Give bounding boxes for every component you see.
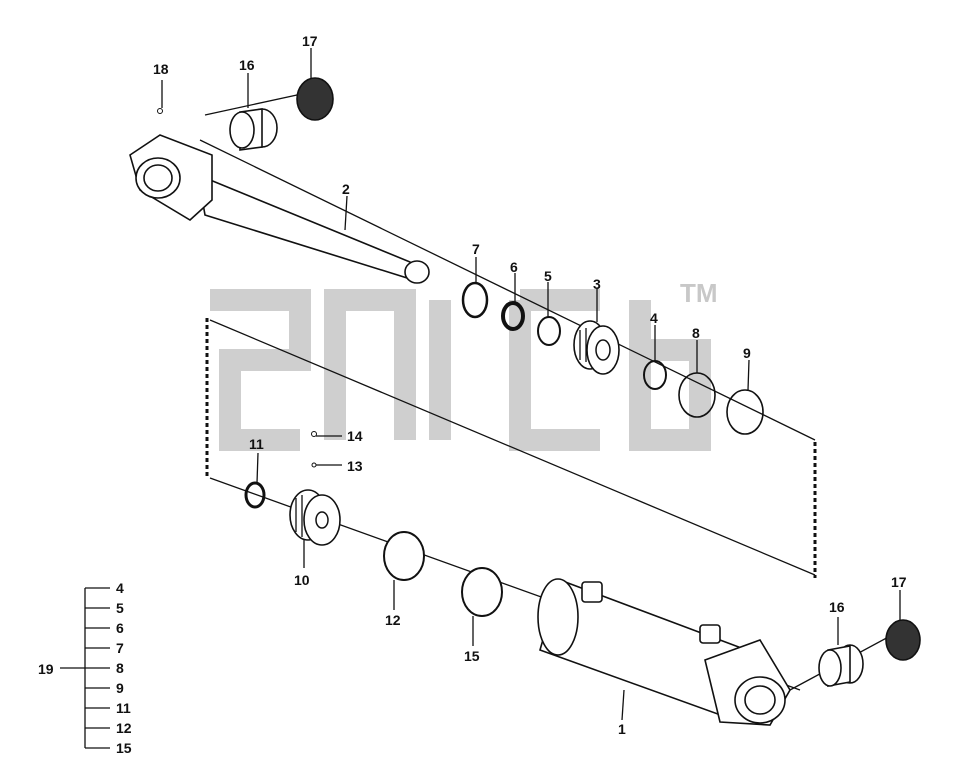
callout-11: 11 [249,436,264,452]
callout-2: 2 [342,181,350,197]
kit-label: 19 [38,661,54,677]
kit-item: 12 [116,720,132,736]
callout-labels: 18 16 17 2 7 6 5 3 4 8 9 11 14 13 10 12 … [153,33,907,737]
piston [289,489,341,546]
bushing-top [229,108,278,151]
bushing-bottom [818,644,864,687]
callout-17-bottom: 17 [891,574,907,590]
callout-14: 14 [347,428,363,444]
callout-15: 15 [464,648,480,664]
gland [573,320,620,375]
callout-10: 10 [294,572,310,588]
callout-16-top: 16 [239,57,255,73]
watermark-logo [210,289,711,451]
callout-9: 9 [743,345,751,361]
seal-kit-list: 19 4 5 6 7 8 9 11 12 15 [38,580,132,756]
ring-11 [244,481,266,509]
callout-12: 12 [385,612,401,628]
kit-item: 6 [116,620,124,636]
kit-item: 8 [116,660,124,676]
kit-item: 4 [116,580,124,596]
callout-17-top: 17 [302,33,318,49]
callout-6: 6 [510,259,518,275]
ring-5 [537,316,561,346]
seal-bottom [885,619,921,661]
kit-item: 15 [116,740,132,756]
piston-rod [129,134,430,284]
wear-ring-12 [383,531,425,581]
callout-7: 7 [472,241,480,257]
leader-lines [161,48,901,721]
ball [311,462,317,468]
watermark-tm: TM [680,278,718,308]
ring-7-top [461,281,489,319]
callout-1: 1 [618,721,626,737]
wear-ring-15 [461,567,503,617]
grease-nipple [157,108,163,114]
callout-13: 13 [347,458,363,474]
kit-item: 9 [116,680,124,696]
callout-5: 5 [544,268,552,284]
callout-8: 8 [692,325,700,341]
kit-item: 7 [116,640,124,656]
cylinder-barrel [537,578,791,726]
seal-top [296,77,334,121]
ring-6 [501,301,525,331]
set-screw [311,431,317,437]
kit-item: 11 [116,700,131,716]
callout-18: 18 [153,61,169,77]
ring-9 [726,389,764,435]
kit-item: 5 [116,600,124,616]
callout-16-bottom: 16 [829,599,845,615]
callout-4: 4 [650,310,658,326]
callout-3: 3 [593,276,601,292]
